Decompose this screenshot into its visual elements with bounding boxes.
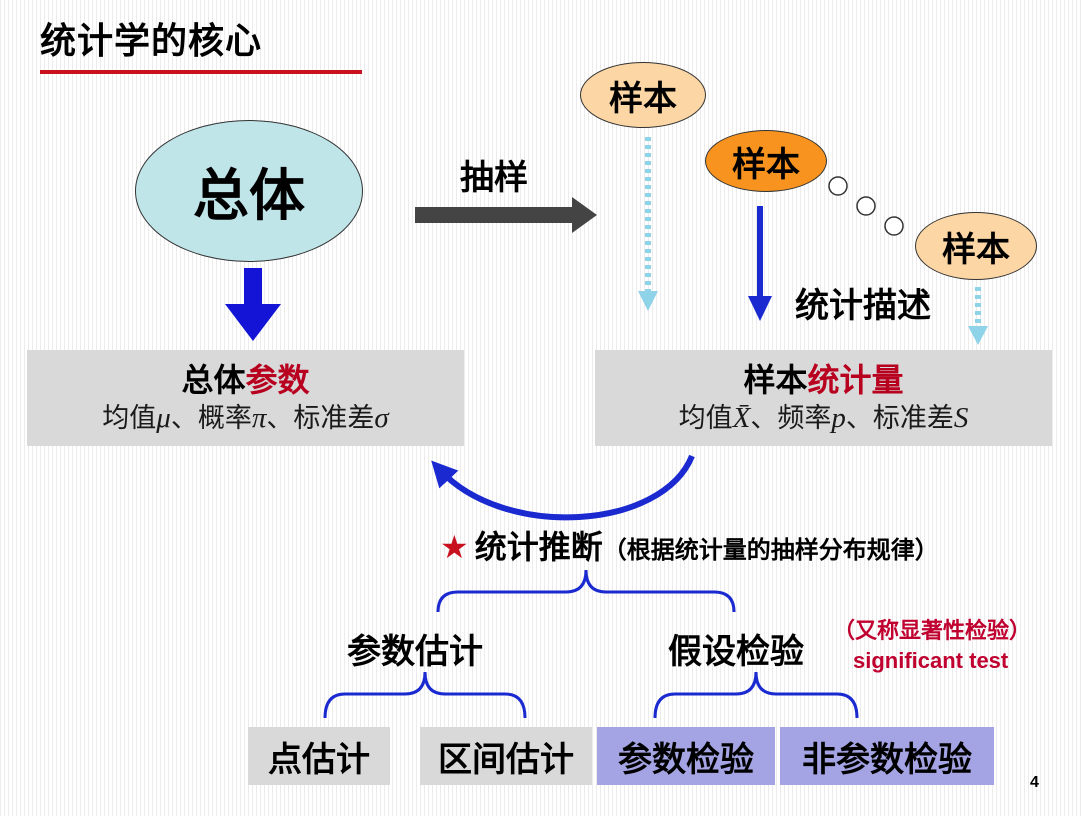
interval-estimation-label: 区间估计 <box>438 739 574 780</box>
title-underline <box>40 70 362 74</box>
ellipsis-dot <box>856 196 876 216</box>
population-parameter-box: 总体参数 均值μ、概率π、标准差σ <box>27 350 464 446</box>
slide-title: 统计学的核心 <box>40 20 263 62</box>
sample-label: 样本 <box>942 229 1010 270</box>
inference-title: 统计推断 <box>474 528 603 566</box>
population-label: 总体 <box>193 162 305 229</box>
nonparametric-test-box: 非参数检验 <box>780 727 994 785</box>
p-symbol: p <box>831 401 846 434</box>
sample-label: 样本 <box>609 78 677 119</box>
sample-1-dotted-arrow-head <box>638 291 658 311</box>
nonparametric-test-label: 非参数检验 <box>802 739 972 780</box>
parameter-mean-text: 均值 <box>102 402 157 434</box>
testing-brace <box>653 671 859 719</box>
statistic-frequency-text: 、频率 <box>750 402 832 434</box>
sample-3-dotted-arrow-head <box>968 326 988 345</box>
sample-statistic-box: 样本统计量 均值X̄、频率p、标准差S <box>595 350 1052 446</box>
statistical-description-label: 统计描述 <box>795 286 931 326</box>
significance-test-note: （又称显著性检验） <box>833 618 1032 644</box>
hypothesis-testing-label: 假设检验 <box>668 632 804 672</box>
parameter-sd-text: 、标准差 <box>266 402 375 434</box>
inference-brace <box>436 569 736 613</box>
pi-symbol: π <box>251 401 267 434</box>
sampling-label: 抽样 <box>460 158 528 198</box>
statistic-title-black: 样本 <box>743 360 808 399</box>
parameter-estimation-label: 参数估计 <box>347 632 483 672</box>
parameter-symbols-line: 均值μ、概率π、标准差σ <box>102 400 388 437</box>
population-down-arrow <box>225 268 281 341</box>
statistic-symbols-line: 均值X̄、频率p、标准差S <box>679 400 969 437</box>
ellipsis-dot <box>828 176 848 196</box>
significance-test-english: significant test <box>853 648 1009 673</box>
sample-ellipse-2: 样本 <box>705 130 827 192</box>
parameter-box-title: 总体参数 <box>181 360 309 400</box>
statistic-mean-text: 均值 <box>678 402 733 434</box>
population-ellipse: 总体 <box>135 120 363 262</box>
sigma-symbol: σ <box>374 401 389 434</box>
sample-ellipse-3: 样本 <box>915 212 1037 280</box>
page-number: 4 <box>1030 774 1039 791</box>
inference-curved-arrow <box>431 454 695 521</box>
x-bar-symbol: X̄ <box>732 401 751 434</box>
interval-estimation-box: 区间估计 <box>420 727 592 785</box>
inference-note: （根据统计量的抽样分布规律） <box>602 535 939 564</box>
statistic-title-red: 统计量 <box>807 360 904 399</box>
point-estimation-label: 点估计 <box>268 739 370 780</box>
estimation-brace <box>323 671 527 719</box>
parametric-test-box: 参数检验 <box>597 727 775 785</box>
parameter-title-black: 总体 <box>181 360 246 399</box>
star-icon: ★ <box>440 528 469 566</box>
sampling-arrow <box>415 197 597 233</box>
point-estimation-box: 点估计 <box>248 727 390 785</box>
parameter-title-red: 参数 <box>245 360 310 399</box>
parametric-test-label: 参数检验 <box>618 739 754 780</box>
sample-ellipse-1: 样本 <box>580 62 706 128</box>
statistical-inference-heading: ★ 统计推断 （根据统计量的抽样分布规律） <box>440 522 939 568</box>
statistic-sd-text: 、标准差 <box>845 402 954 434</box>
parameter-probability-text: 、概率 <box>170 402 252 434</box>
statistical-description-arrow-head <box>748 296 772 321</box>
s-symbol: S <box>953 401 969 434</box>
ellipsis-dot <box>884 216 904 236</box>
statistic-box-title: 样本统计量 <box>743 360 903 400</box>
mu-symbol: μ <box>156 401 171 434</box>
sample-label: 样本 <box>732 144 800 185</box>
